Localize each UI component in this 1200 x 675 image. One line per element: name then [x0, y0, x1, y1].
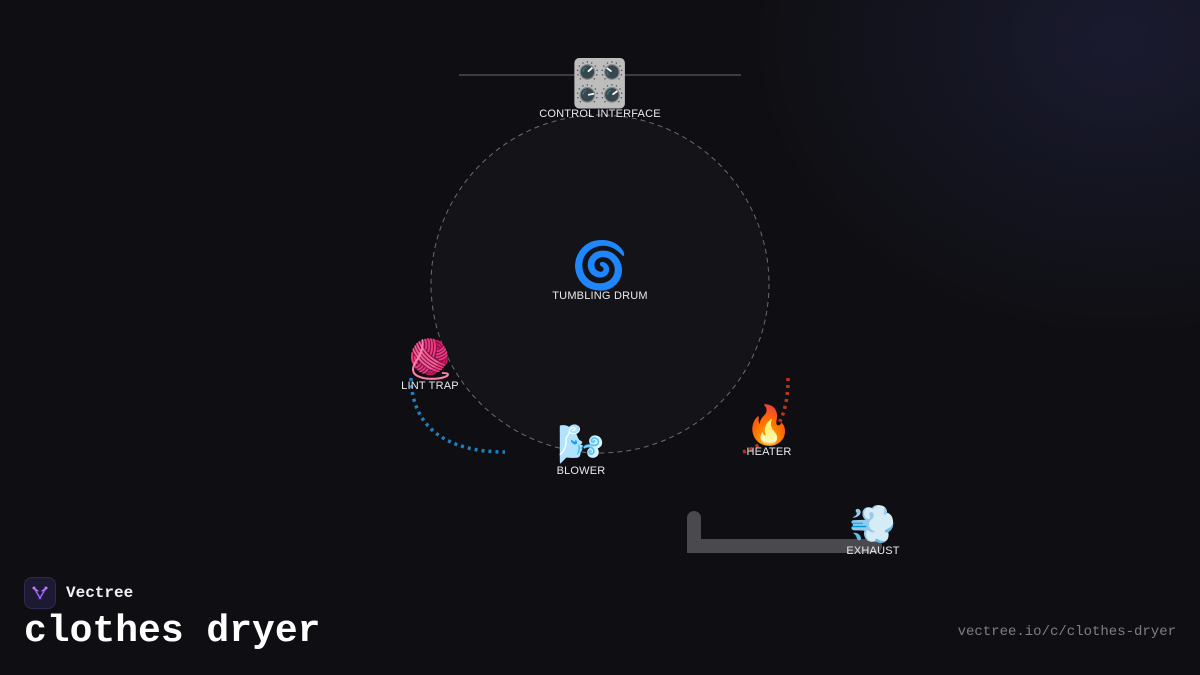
- vectree-logo-icon: [24, 577, 56, 609]
- node-blower[interactable]: 🌬️ BLOWER: [557, 423, 606, 477]
- node-label: LINT TRAP: [401, 380, 459, 392]
- node-label: TUMBLING DRUM: [552, 290, 648, 302]
- node-label: HEATER: [746, 446, 792, 458]
- brand-name: Vectree: [66, 584, 134, 602]
- page-url[interactable]: vectree.io/c/clothes-dryer: [957, 624, 1176, 640]
- node-label: BLOWER: [556, 465, 606, 477]
- brand[interactable]: Vectree: [24, 577, 133, 609]
- node-label: EXHAUST: [846, 545, 900, 557]
- drum-orbit: [430, 114, 770, 454]
- dash-smoke-icon: 💨: [849, 502, 897, 546]
- page-title: clothes dryer: [24, 610, 321, 653]
- fire-icon: 🔥: [745, 403, 793, 447]
- exhaust-duct: [687, 511, 882, 553]
- node-tumbling-drum[interactable]: 🌀 TUMBLING DRUM: [552, 240, 648, 302]
- lint-to-blower-connector: [409, 377, 506, 454]
- cyclone-icon: 🌀: [571, 238, 629, 292]
- node-heater[interactable]: 🔥 HEATER: [745, 404, 792, 458]
- node-exhaust[interactable]: 💨 EXHAUST: [846, 503, 899, 557]
- node-control-interface[interactable]: 🎛️ CONTROL INTERFACE: [539, 58, 661, 120]
- yarn-ball-icon: 🧶: [406, 337, 454, 381]
- wind-face-icon: 🌬️: [557, 422, 605, 466]
- node-label: CONTROL INTERFACE: [539, 108, 661, 120]
- node-lint-trap[interactable]: 🧶 LINT TRAP: [401, 338, 459, 392]
- control-knobs-icon: 🎛️: [571, 56, 629, 110]
